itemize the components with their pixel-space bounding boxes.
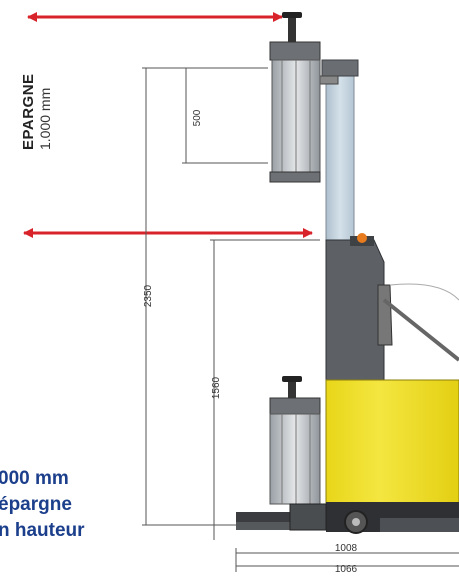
dim-2350: 2350: [143, 284, 154, 307]
claim-text: 000 mm épargne n hauteur: [0, 466, 158, 544]
claim-line-2: épargne: [0, 494, 72, 515]
epargne-value: 1.000 mm: [37, 87, 53, 150]
lower-roll: [269, 376, 321, 505]
dim-1066: 1066: [335, 564, 358, 575]
epargne-title: EPARGNE: [20, 73, 37, 150]
dim-1560: 1560: [211, 376, 222, 399]
raised-roll: [269, 12, 321, 183]
dimension-lines: [142, 67, 459, 572]
claim-line-3: n hauteur: [0, 520, 85, 541]
mast-top: [321, 59, 359, 77]
claim-line-1: 000 mm: [0, 468, 69, 489]
epargne-label: EPARGNE 1.000 mm: [20, 30, 60, 150]
stacker-body: [236, 233, 459, 534]
dim-1008: 1008: [335, 543, 358, 554]
dim-500: 500: [192, 109, 203, 126]
